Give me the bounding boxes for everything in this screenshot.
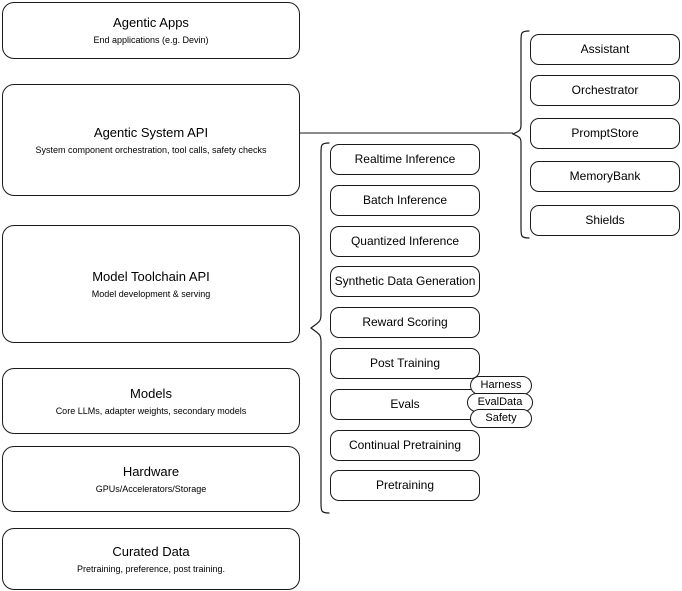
evals-pill-evaldata[interactable]: EvalData <box>467 393 533 412</box>
layer-subtitle: Model development & serving <box>91 288 211 299</box>
layer-title: Model Toolchain API <box>92 268 210 284</box>
toolchain-item-label: Synthetic Data Generation <box>334 274 476 288</box>
evals-pill-label: EvalData <box>477 396 523 408</box>
toolchain-item-post-training[interactable]: Post Training <box>330 348 480 379</box>
toolchain-item-label: Continual Pretraining <box>348 438 462 452</box>
layer-curated-data[interactable]: Curated Data Pretraining, preference, po… <box>2 528 300 590</box>
system-item-label: PromptStore <box>571 126 639 140</box>
layer-agentic-system-api[interactable]: Agentic System API System component orch… <box>2 84 300 196</box>
system-item-memorybank[interactable]: MemoryBank <box>530 161 680 192</box>
layer-subtitle: GPUs/Accelerators/Storage <box>95 483 207 494</box>
layer-title: Agentic System API <box>93 124 209 140</box>
layer-agentic-apps[interactable]: Agentic Apps End applications (e.g. Devi… <box>2 2 300 59</box>
connector-system-api-to-components <box>300 126 514 140</box>
toolchain-item-continual-pretraining[interactable]: Continual Pretraining <box>330 430 480 461</box>
layer-title: Agentic Apps <box>113 15 189 30</box>
layer-subtitle: End applications (e.g. Devin) <box>93 35 209 45</box>
toolchain-item-quantized-inference[interactable]: Quantized Inference <box>330 226 480 257</box>
system-item-shields[interactable]: Shields <box>530 205 680 236</box>
layer-subtitle: Pretraining, preference, post training. <box>76 563 226 574</box>
toolchain-item-evals[interactable]: Evals <box>330 389 480 420</box>
layer-title: Models <box>130 385 172 401</box>
toolchain-item-realtime-inference[interactable]: Realtime Inference <box>330 144 480 175</box>
toolchain-item-label: Pretraining <box>375 478 435 492</box>
layer-models[interactable]: Models Core LLMs, adapter weights, secon… <box>2 368 300 434</box>
layer-subtitle: Core LLMs, adapter weights, secondary mo… <box>55 405 247 416</box>
system-item-label: Shields <box>585 213 625 227</box>
brace-toolchain <box>309 142 330 514</box>
toolchain-item-label: Reward Scoring <box>362 315 448 329</box>
toolchain-item-batch-inference[interactable]: Batch Inference <box>330 185 480 216</box>
layer-title: Hardware <box>122 463 180 479</box>
toolchain-item-label: Evals <box>390 397 420 411</box>
toolchain-item-reward-scoring[interactable]: Reward Scoring <box>330 307 480 338</box>
toolchain-item-synthetic-data-generation[interactable]: Synthetic Data Generation <box>330 266 480 297</box>
system-item-label: Orchestrator <box>571 83 639 97</box>
system-item-promptstore[interactable]: PromptStore <box>530 118 680 149</box>
system-item-orchestrator[interactable]: Orchestrator <box>530 75 680 106</box>
layer-title: Curated Data <box>112 543 190 559</box>
toolchain-item-label: Quantized Inference <box>350 234 460 248</box>
evals-pill-label: Harness <box>480 379 522 391</box>
toolchain-item-pretraining[interactable]: Pretraining <box>330 470 480 501</box>
evals-pill-label: Safety <box>485 412 517 424</box>
toolchain-item-label: Post Training <box>369 356 441 370</box>
layer-hardware[interactable]: Hardware GPUs/Accelerators/Storage <box>2 446 300 512</box>
system-item-assistant[interactable]: Assistant <box>530 34 680 65</box>
system-item-label: MemoryBank <box>569 169 641 183</box>
toolchain-item-label: Batch Inference <box>362 193 448 207</box>
toolchain-item-label: Realtime Inference <box>354 152 456 166</box>
layer-model-toolchain-api[interactable]: Model Toolchain API Model development & … <box>2 225 300 343</box>
layer-subtitle: System component orchestration, tool cal… <box>35 144 267 155</box>
evals-pill-safety[interactable]: Safety <box>470 409 532 428</box>
brace-system-components <box>506 30 530 240</box>
system-item-label: Assistant <box>580 42 630 56</box>
